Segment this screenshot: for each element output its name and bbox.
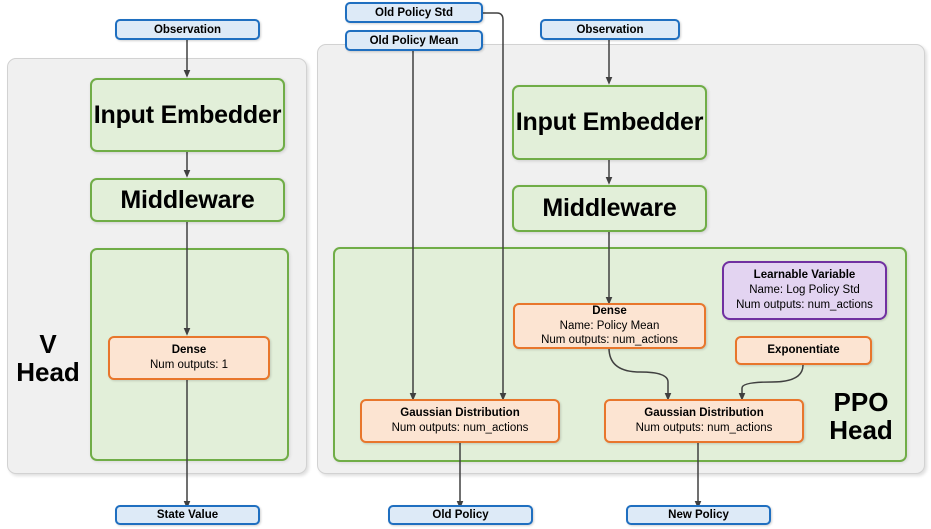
- input-observation-right-label: Observation: [576, 23, 644, 36]
- ppo-head-dense-policy-mean[interactable]: Dense Name: Policy Mean Num outputs: num…: [513, 303, 706, 349]
- v-head-label-line1: V: [39, 329, 57, 359]
- input-old-policy-std-label: Old Policy Std: [375, 6, 453, 19]
- input-old-policy-std[interactable]: Old Policy Std: [345, 2, 483, 23]
- ppo-head-input-embedder-label: Input Embedder: [515, 108, 704, 136]
- v-head-middleware[interactable]: Middleware: [90, 178, 285, 222]
- input-observation-right[interactable]: Observation: [540, 19, 680, 40]
- learnable-variable-name: Name: Log Policy Std: [749, 284, 860, 297]
- input-observation-left-label: Observation: [153, 23, 222, 36]
- ppo-head-label: PPO Head: [820, 388, 902, 444]
- ppo-head-gaussian-old[interactable]: Gaussian Distribution Num outputs: num_a…: [360, 399, 560, 443]
- exponentiate-label: Exponentiate: [767, 344, 840, 357]
- v-head-middleware-label: Middleware: [120, 185, 255, 214]
- ppo-head-middleware[interactable]: Middleware: [512, 185, 707, 232]
- input-old-policy-mean[interactable]: Old Policy Mean: [345, 30, 483, 51]
- gaussian-new-outputs: Num outputs: num_actions: [635, 422, 773, 434]
- ppo-head-label-line2: Head: [829, 415, 893, 446]
- ppo-head-exponentiate[interactable]: Exponentiate: [735, 336, 872, 365]
- input-old-policy-mean-label: Old Policy Mean: [369, 34, 459, 47]
- v-head-dense[interactable]: Dense Num outputs: 1: [108, 336, 270, 380]
- ppo-head-dense-title: Dense: [592, 304, 627, 317]
- output-old-policy-label: Old Policy: [432, 509, 489, 521]
- learnable-variable-outputs: Num outputs: num_actions: [736, 298, 873, 311]
- output-state-value[interactable]: State Value: [115, 505, 260, 525]
- gaussian-old-outputs: Num outputs: num_actions: [391, 422, 529, 434]
- ppo-head-dense-outputs: Num outputs: num_actions: [541, 334, 678, 347]
- ppo-head-label-line1: PPO: [833, 387, 889, 417]
- ppo-head-gaussian-new[interactable]: Gaussian Distribution Num outputs: num_a…: [604, 399, 804, 443]
- v-head-label: V Head: [12, 330, 84, 386]
- learnable-variable-title: Learnable Variable: [753, 269, 856, 282]
- v-head-input-embedder-label: Input Embedder: [93, 100, 282, 129]
- output-state-value-label: State Value: [156, 509, 219, 521]
- output-old-policy[interactable]: Old Policy: [388, 505, 533, 525]
- v-head-input-embedder[interactable]: Input Embedder: [90, 78, 285, 152]
- gaussian-old-title: Gaussian Distribution: [400, 407, 520, 420]
- ppo-head-dense-name: Name: Policy Mean: [559, 319, 660, 332]
- ppo-head-middleware-label: Middleware: [542, 194, 677, 222]
- ppo-head-learnable-variable[interactable]: Learnable Variable Name: Log Policy Std …: [722, 261, 887, 320]
- gaussian-new-title: Gaussian Distribution: [644, 407, 764, 420]
- ppo-head-input-embedder[interactable]: Input Embedder: [512, 85, 707, 160]
- v-head-dense-title: Dense: [171, 344, 207, 357]
- output-new-policy[interactable]: New Policy: [626, 505, 771, 525]
- output-new-policy-label: New Policy: [668, 509, 729, 521]
- v-head-label-line2: Head: [16, 357, 80, 388]
- input-observation-left[interactable]: Observation: [115, 19, 260, 40]
- v-head-dense-outputs: Num outputs: 1: [150, 359, 228, 371]
